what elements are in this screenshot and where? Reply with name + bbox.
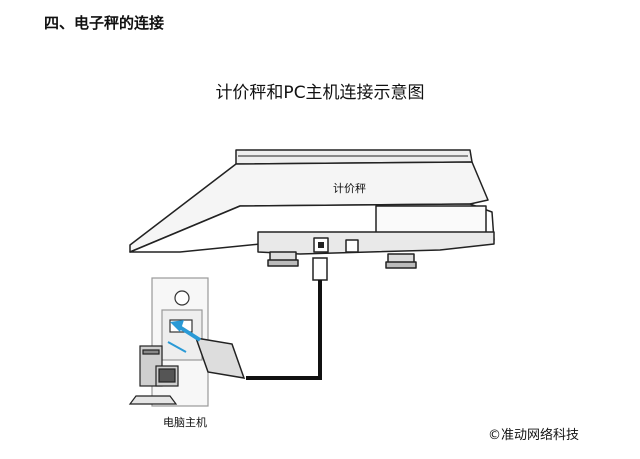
scale-underside — [257, 231, 495, 255]
scale-display-panel — [375, 205, 487, 235]
pc-label: 电脑主机 — [163, 416, 207, 429]
computer-icon — [128, 345, 179, 405]
diagram-title: 计价秤和PC主机连接示意图 — [215, 83, 425, 103]
pc-ps2-port — [174, 290, 190, 306]
price-scale — [129, 149, 495, 269]
scale-foot-right — [385, 253, 417, 269]
scale-foot-left — [267, 251, 299, 267]
section-heading: 四、电子秤的连接 — [44, 14, 165, 32]
insert-arrow — [176, 324, 202, 342]
usb-cable — [246, 257, 328, 380]
usb-plug-body — [194, 337, 246, 379]
pc-usb-port-area — [161, 309, 203, 361]
scale-label: 计价秤 — [333, 182, 366, 195]
scale-plug — [312, 257, 328, 281]
copyright-text: ©准动网络科技 — [488, 428, 580, 443]
usb-plug — [167, 320, 246, 379]
